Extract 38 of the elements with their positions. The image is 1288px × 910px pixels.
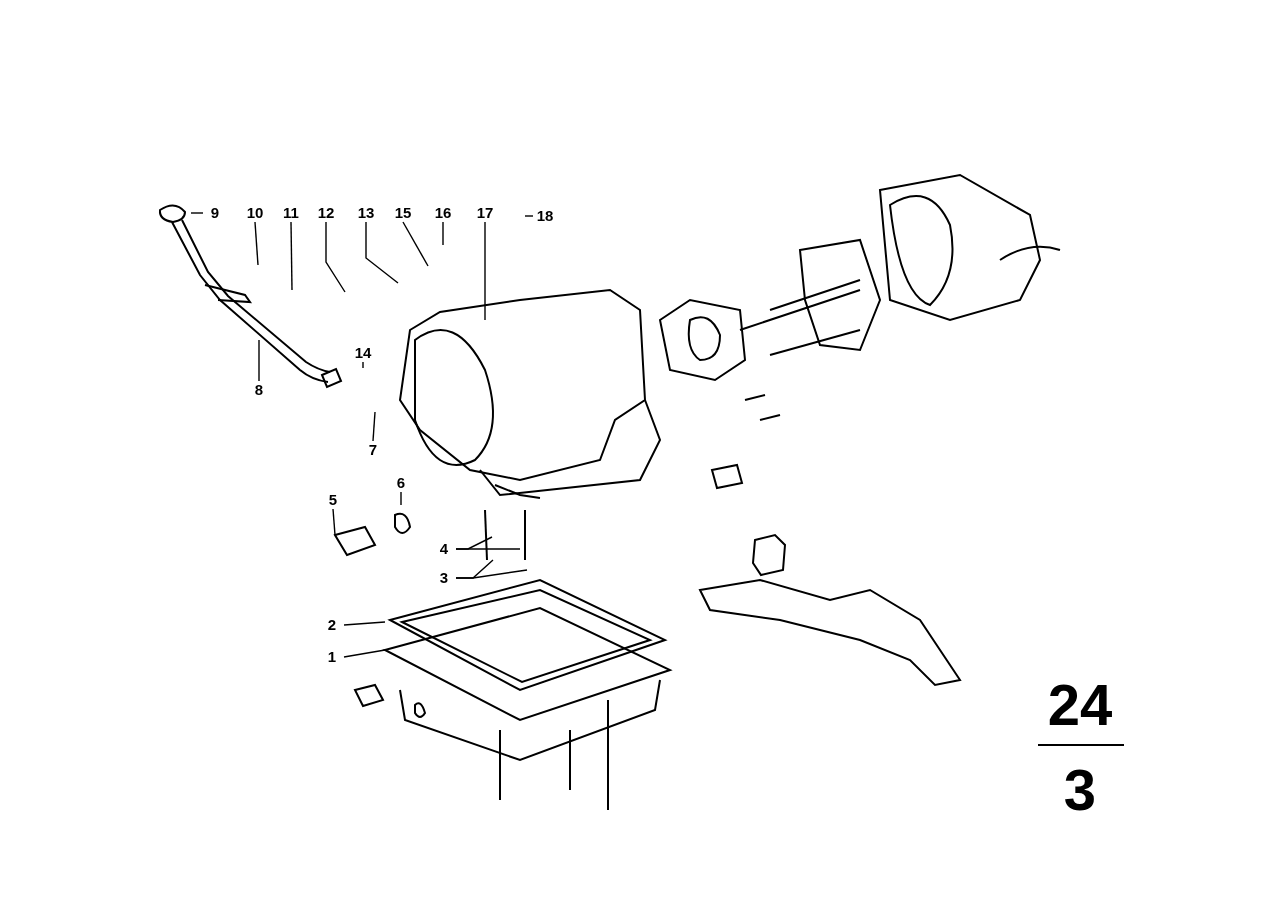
callout-number: 7 [361, 441, 385, 459]
callout-number: 17 [473, 204, 497, 222]
callout-number: 5 [321, 491, 345, 509]
leader-line [343, 649, 386, 658]
callout-number: 18 [533, 207, 557, 225]
callout-number: 12 [314, 204, 338, 222]
leader-line [325, 221, 346, 293]
leader-line [400, 491, 402, 506]
leader-line [455, 548, 521, 550]
callout-number: 14 [351, 344, 375, 362]
page-number: 24 [1046, 675, 1114, 735]
callout-number: 6 [389, 474, 413, 492]
leader-line [455, 569, 528, 579]
leader-line [524, 215, 534, 217]
leader-line [332, 508, 336, 536]
callout-number: 1 [320, 648, 344, 666]
leader-line [442, 221, 444, 246]
callout-number: 16 [431, 204, 455, 222]
callout-number: 3 [432, 569, 456, 587]
callout-number: 11 [279, 204, 303, 222]
leader-line [258, 339, 260, 382]
leader-line [290, 221, 293, 291]
leader-line [372, 411, 376, 442]
page-number: 3 [1062, 760, 1098, 820]
leader-line [254, 221, 259, 266]
callout-number: 2 [320, 616, 344, 634]
callout-number: 10 [243, 204, 267, 222]
callout-number: 15 [391, 204, 415, 222]
leader-line [484, 221, 486, 321]
leader-line [365, 221, 399, 284]
callout-number: 9 [203, 204, 227, 222]
leader-line [343, 621, 386, 626]
callout-number: 4 [432, 540, 456, 558]
leader-line [362, 361, 364, 369]
callout-number: 8 [247, 381, 271, 399]
callout-number: 13 [354, 204, 378, 222]
leader-line [190, 212, 204, 214]
leader-line [402, 221, 429, 267]
